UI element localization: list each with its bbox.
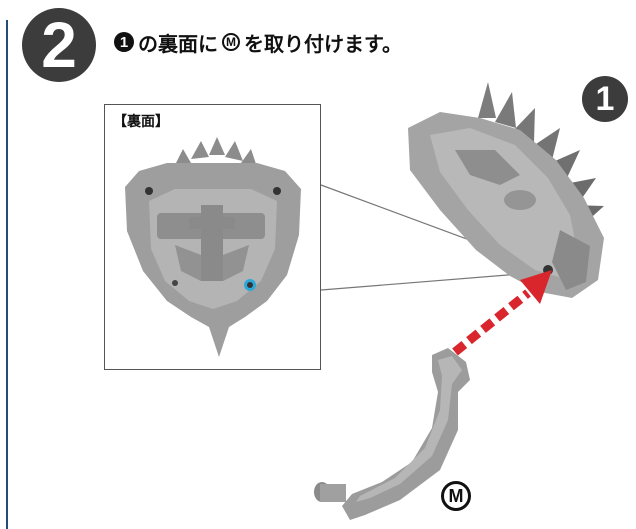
back-view-illustration <box>125 137 301 357</box>
inset-title: 【裏面】 <box>113 114 169 130</box>
insert-arrow <box>452 270 552 356</box>
callout-line-bottom <box>320 271 546 291</box>
part-m-ref-icon: M <box>222 33 240 51</box>
part-m-label-icon: M <box>441 481 471 511</box>
instruction-text-a: の裏面に <box>138 31 218 56</box>
instruction-text-b: を取り付けます。 <box>244 31 402 56</box>
part-1-label-icon: 1 <box>582 76 628 122</box>
part-m-arm-illustration <box>314 348 470 520</box>
side-rule <box>6 20 8 529</box>
part-1-head-illustration <box>408 82 604 298</box>
step-number-badge: 2 <box>22 8 96 82</box>
instruction-text: 1 の裏面に M を取り付けます。 <box>114 28 402 56</box>
back-view-inset: 【裏面】 <box>104 104 321 370</box>
part-1-ref-icon: 1 <box>114 32 134 52</box>
